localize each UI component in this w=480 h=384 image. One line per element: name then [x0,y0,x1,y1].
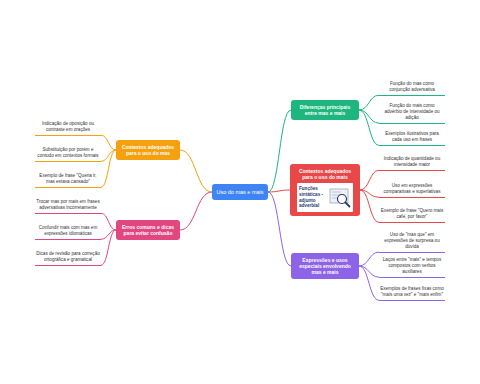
topic-leaf: Exemplos ilustrativos para cada uso em f… [379,130,445,145]
topic-leaf: Confundir mais com mas em expressões idi… [35,224,101,239]
magnifier-icon [329,187,351,209]
topic-leaf: Exemplos de frases fixas como "mais uma … [379,285,445,300]
topic-text: Erros comuns e dicas para evitar confusã… [120,224,176,237]
topic-leaf: Trocar mas por mais em frases adversativ… [35,198,101,213]
topic-text: Uso de "mas que" em expressões de surpre… [380,232,444,249]
topic-text: Exemplos de frases fixas como "mais uma … [380,286,444,297]
topic-text: Uso em expressões comparativas e superla… [380,183,444,194]
branch-connector [101,150,116,187]
branch-connector [268,190,290,192]
topic-text: Indicação de quantidade ou intensidade m… [380,156,444,167]
branch-topic: Contextos adequados para o uso do maisFu… [290,164,360,216]
branch-connector [101,230,116,265]
topic-leaf: Exemplo de frase "Quero mais café, por f… [379,207,445,222]
topic-leaf: Laços entre "mais" e tempos compostos co… [379,256,445,277]
branch-connector [268,192,291,266]
topic-text: Contextos adequados para o uso do mas [120,144,176,157]
topic-text: Função do mais como advérbio de intensid… [380,103,444,120]
topic-leaf: Indicação de quantidade ou intensidade m… [379,155,445,170]
branch-topic: Expressões e usos especiais envolvendo m… [291,253,359,280]
topic-text: Confundir mais com mas em expressões idi… [36,225,100,236]
branch-connector [359,110,379,123]
topic-leaf: Uso em expressões comparativas e superla… [379,182,445,197]
topic-text: Trocar mas por mais em frases adversativ… [36,199,100,210]
topic-leaf: Função do mais como advérbio de intensid… [379,102,445,123]
text-line [332,191,341,192]
branch-connector [360,170,379,190]
branch-topic: Diferenças principais entre mas e mais [291,100,359,121]
branch-connector [359,110,379,145]
topic-text: Exemplo de frase "Quero mais café, por f… [380,208,444,219]
branch-topic: Erros comuns e dicas para evitar confusã… [116,220,180,241]
branch-connector [180,150,212,192]
topic-text: Laços entre "mais" e tempos compostos co… [380,257,444,274]
topic-text: Indicação de oposição ou contraste em or… [36,121,100,132]
topic-text: Exemplos ilustrativos para cada uso em f… [380,131,444,142]
branch-connector [268,110,291,192]
branch-connector [359,252,379,266]
topic-leaf: Substituição por porém e contudo em cont… [35,146,101,161]
branch-connector [359,266,379,300]
branch-topic: Contextos adequados para o uso do mas [116,140,180,161]
branch-connector [359,95,379,110]
illustration-text: Funções sintáticas - adjunto adverbial [299,186,329,209]
topic-text: Dicas de revisão para correção ortográfi… [36,251,100,262]
illustration-card: Funções sintáticas - adjunto adverbial [297,183,353,212]
topic-text: Diferenças principais entre mas e mais [295,104,355,117]
topic-text: Uso do mas e mais [216,189,264,196]
page-shape [330,189,348,203]
topic-leaf: Uso de "mas que" em expressões de surpre… [379,231,445,252]
topic-leaf: Exemplo de frase "Queria ir, mas estava … [35,172,101,187]
topic-leaf: Dicas de revisão para correção ortográfi… [35,250,101,265]
topic-text: Exemplo de frase "Queria ir, mas estava … [36,173,100,184]
topic-text: Substituição por porém e contudo em cont… [36,147,100,158]
topic-text: Contextos adequados para o uso do mais [294,168,356,181]
branch-connector [101,135,116,150]
branch-connector [360,190,379,222]
topic-text: Expressões e usos especiais envolvendo m… [295,257,355,276]
topic-leaf: Indicação de oposição ou contraste em or… [35,120,101,135]
lens-handle [345,202,349,206]
topic-leaf: Função do mas como conjunção adversativa [379,80,445,95]
central-topic: Uso do mas e mais [212,184,268,201]
branch-connector [101,213,116,230]
branch-connector [180,192,212,230]
topic-text: Função do mas como conjunção adversativa [380,81,444,92]
